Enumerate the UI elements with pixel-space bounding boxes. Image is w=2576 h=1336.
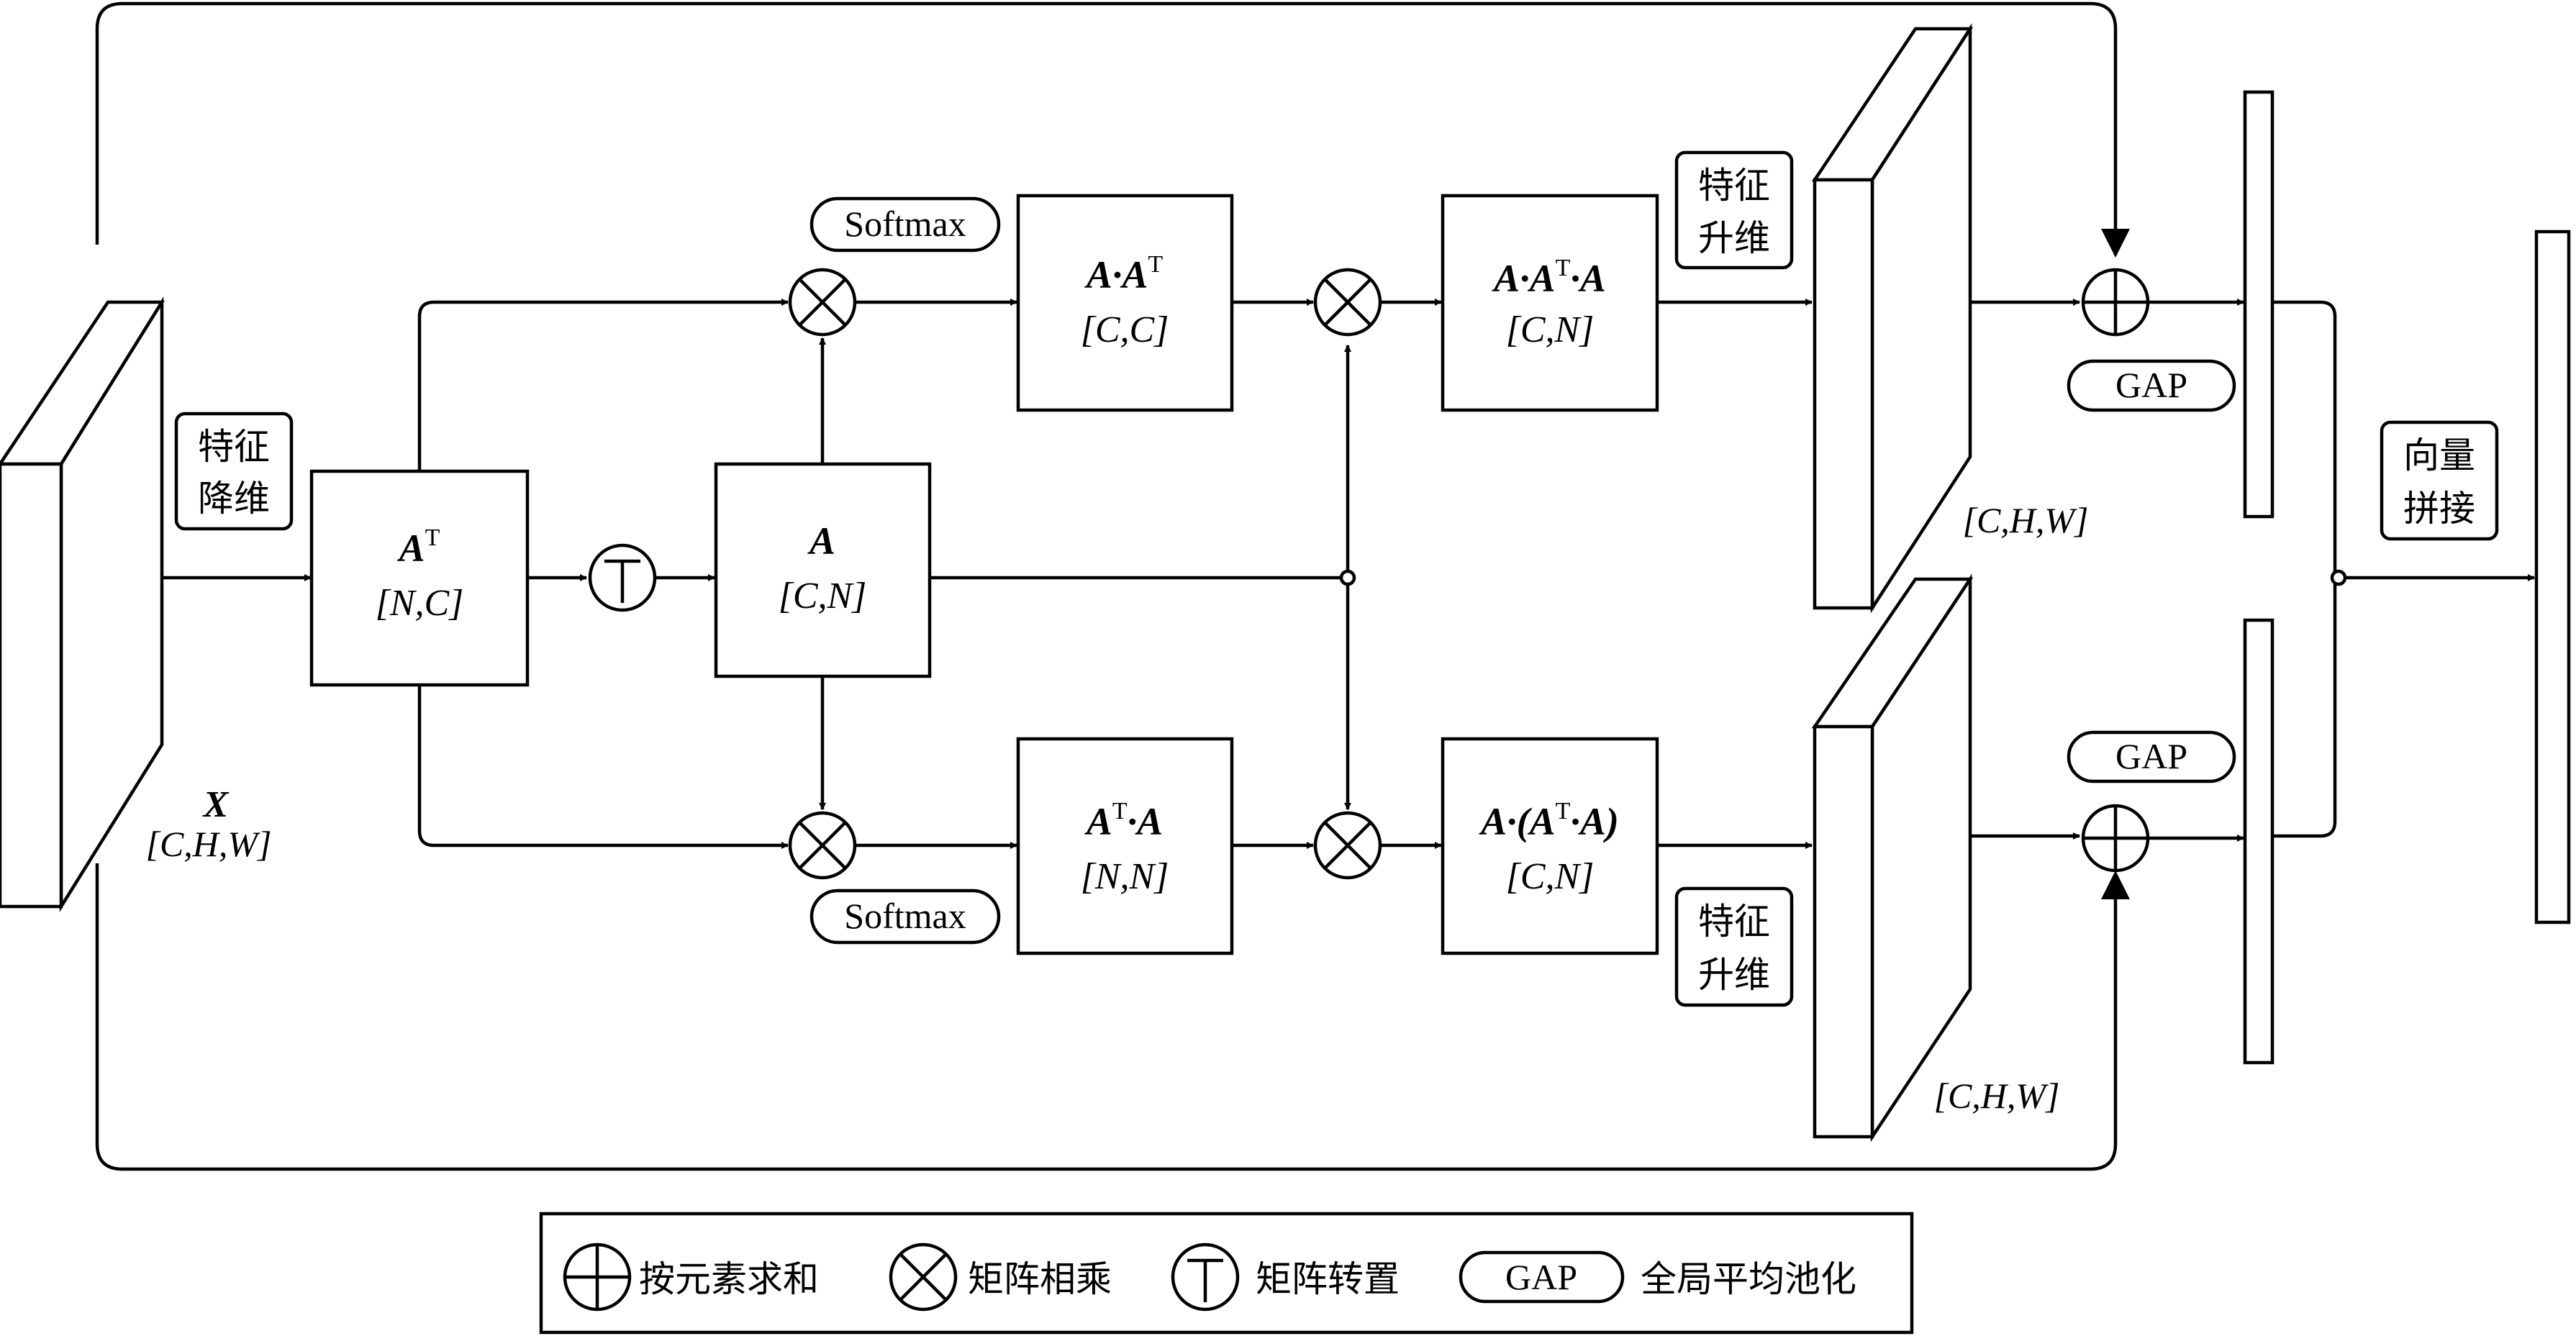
feature-map-bottom <box>1811 573 1974 1142</box>
legend-transpose-icon <box>1171 1242 1240 1312</box>
box-a-transpose <box>309 469 530 687</box>
transpose-op-icon <box>588 543 657 612</box>
reduce-dim-label-line2: 降维 <box>198 478 270 519</box>
legend-gap-pill <box>1459 1250 1625 1304</box>
softmax-bottom-label: Softmax <box>844 896 966 936</box>
box-aata <box>1441 194 1659 412</box>
feature-map-top <box>1811 23 1974 614</box>
box-aata-shape: [C,N] <box>1506 309 1595 350</box>
pooled-vector-bottom <box>2243 618 2275 1065</box>
concat-label-line2: 拼接 <box>2403 488 2475 530</box>
gap-bottom-label: GAP <box>2115 736 2187 776</box>
upsample-top-label-line2: 升维 <box>1698 217 1770 259</box>
box-aat-shape: [C,C] <box>1081 309 1169 350</box>
upsample-top-label-line1: 特征 <box>1698 165 1770 206</box>
feature-map-bottom-shape: [C,H,W] <box>1933 1076 2059 1116</box>
box-ata <box>1016 737 1234 955</box>
legend-transpose-label: 矩阵转置 <box>1256 1258 1400 1300</box>
reduce-dim-label-line1: 特征 <box>198 426 270 468</box>
box-ata-shape: [N,N] <box>1081 856 1169 897</box>
box-a-ata-title: A·(AT·A) <box>1479 798 1619 843</box>
box-a-ata-shape: [C,N] <box>1506 856 1595 897</box>
legend-gap-label: 全局平均池化 <box>1641 1258 1856 1300</box>
input-shape: [C,H,W] <box>145 824 271 864</box>
junction-dot-center <box>1339 569 1356 586</box>
upsample-top-label-box <box>1674 150 1794 270</box>
matmul-op-bottom-2-icon <box>1313 811 1382 880</box>
upsample-bottom-label-box <box>1674 886 1794 1007</box>
gap-bottom-pill <box>2067 730 2236 783</box>
matmul-op-bottom-1-icon <box>788 811 857 880</box>
legend-matmul-icon <box>889 1242 958 1312</box>
concat-junction-dot <box>2330 569 2347 586</box>
box-a <box>714 462 932 678</box>
add-op-top-icon <box>2081 268 2150 337</box>
box-a-title: A <box>807 519 835 563</box>
input-feature-map <box>0 296 165 912</box>
add-op-bottom-icon <box>2081 804 2150 873</box>
legend: 按元素求和 矩阵相乘 矩阵转置 GAP 全局平均池化 <box>539 1212 1914 1335</box>
box-aat <box>1016 194 1234 412</box>
legend-matmul-label: 矩阵相乘 <box>968 1258 1112 1300</box>
matmul-op-top-1-icon <box>788 268 857 337</box>
gap-top-pill <box>2067 359 2236 412</box>
softmax-top-pill <box>809 196 1001 253</box>
legend-add-label: 按元素求和 <box>639 1258 819 1300</box>
gap-top-label: GAP <box>2115 365 2187 405</box>
legend-gap-text: GAP <box>1505 1257 1577 1297</box>
matmul-op-top-2-icon <box>1313 268 1382 337</box>
box-a-ata <box>1441 737 1659 955</box>
upsample-bottom-label-line2: 升维 <box>1698 954 1770 996</box>
softmax-top-label: Softmax <box>844 204 966 244</box>
box-aata-title: A·AT·A <box>1492 255 1606 300</box>
box-a-transpose-shape: [N,C] <box>376 583 464 624</box>
residual-path-bottom <box>95 863 2118 1171</box>
residual-path <box>95 1 2118 255</box>
box-a-transpose-title: AT <box>397 524 440 570</box>
box-aat-title: A·AT <box>1084 251 1164 296</box>
concat-label-box <box>2380 420 2499 541</box>
upsample-bottom-label-line1: 特征 <box>1698 901 1770 942</box>
legend-add-icon <box>563 1242 632 1312</box>
input-name: X <box>202 784 230 825</box>
box-a-shape: [C,N] <box>779 576 867 617</box>
reduce-dim-label-box <box>174 412 294 531</box>
concat-bottom-path <box>2272 584 2337 838</box>
box-ata-title: AT·A <box>1084 798 1163 843</box>
feature-map-top-shape: [C,H,W] <box>1962 500 2088 540</box>
pooled-vector-top <box>2243 90 2275 519</box>
softmax-bottom-pill <box>809 889 1001 945</box>
concat-label-line1: 向量 <box>2403 435 2475 476</box>
concat-output-vector <box>2534 230 2571 924</box>
concat-top-path <box>2272 300 2337 572</box>
